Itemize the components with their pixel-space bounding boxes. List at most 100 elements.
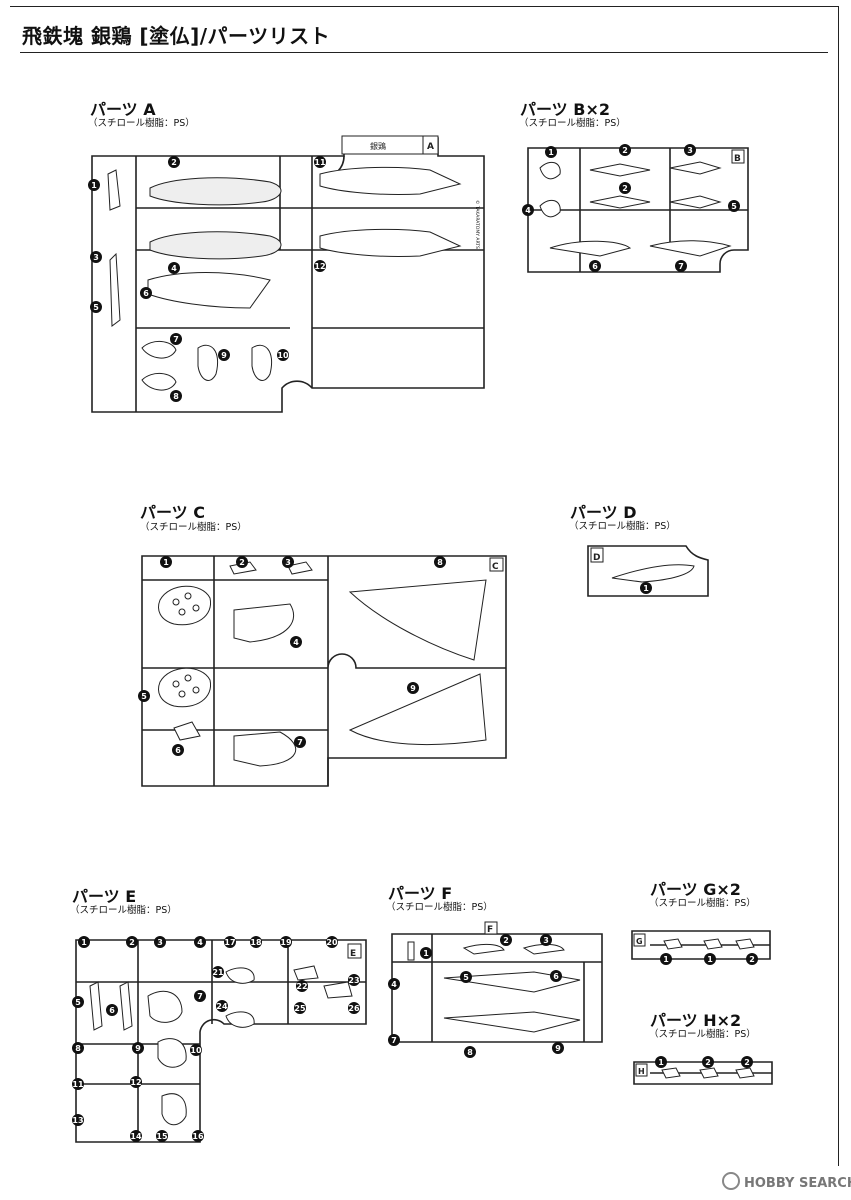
runner-side-text: © TAKARATOMY ARTS	[474, 200, 481, 249]
part-number-badge-a7: 7	[170, 333, 182, 345]
svg-text:1: 1	[707, 955, 713, 964]
svg-text:26: 26	[348, 1004, 360, 1013]
runner-tag-c: C	[492, 562, 499, 572]
part-number-badge-c1: 1	[160, 556, 172, 568]
part-number-badge-e25: 25	[294, 1002, 306, 1014]
svg-text:21: 21	[212, 968, 224, 977]
part-number-badge-a11: 11	[314, 156, 326, 168]
part-number-badge-g1: 1	[660, 953, 672, 965]
part-number-badge-e24: 24	[216, 1000, 228, 1012]
sprue-b: B 1 2 3 4 2 5 6 7	[522, 144, 749, 273]
svg-text:6: 6	[553, 972, 559, 981]
part-number-badge-b1: 1	[545, 146, 557, 158]
part-number-badge-b4: 4	[522, 204, 534, 216]
part-number-badge-c4: 4	[290, 636, 302, 648]
svg-text:24: 24	[216, 1002, 228, 1011]
part-number-badge-f3: 3	[540, 934, 552, 946]
svg-text:3: 3	[543, 936, 549, 945]
svg-text:16: 16	[192, 1132, 204, 1141]
svg-text:2: 2	[749, 955, 755, 964]
svg-text:12: 12	[314, 262, 325, 271]
svg-text:2: 2	[705, 1058, 711, 1067]
part-number-badge-f9: 9	[552, 1042, 564, 1054]
title-underline	[20, 52, 828, 53]
part-number-badge-e12: 12	[130, 1076, 142, 1088]
part-number-badge-e26: 26	[348, 1002, 360, 1014]
part-number-badge-e19: 19	[280, 936, 292, 948]
part-number-badge-a3: 3	[90, 251, 102, 263]
runner-tag-d: D	[593, 553, 600, 563]
part-number-badge-e2: 2	[126, 936, 138, 948]
svg-text:9: 9	[221, 351, 227, 360]
part-number-badge-b7: 7	[675, 260, 687, 272]
svg-text:23: 23	[348, 976, 359, 985]
svg-text:8: 8	[467, 1048, 473, 1057]
part-number-badge-b2: 2	[619, 144, 631, 156]
svg-text:18: 18	[250, 938, 262, 947]
section-material-f: （スチロール樹脂：PS）	[386, 902, 493, 913]
svg-text:5: 5	[731, 202, 737, 211]
part-number-badge-g1b: 1	[704, 953, 716, 965]
part-number-badge-e6: 6	[106, 1004, 118, 1016]
svg-text:17: 17	[224, 938, 235, 947]
svg-text:7: 7	[678, 262, 684, 271]
part-number-badge-e20: 20	[326, 936, 338, 948]
svg-text:3: 3	[157, 938, 163, 947]
section-title-h: パーツ H×2	[650, 1011, 742, 1030]
part-number-badge-b2b: 2	[619, 182, 631, 194]
svg-text:6: 6	[109, 1006, 115, 1015]
part-number-badge-e11: 11	[72, 1078, 84, 1090]
sprue-a: 銀鶏 A © TAKARATOMY ARTS 1 2 3 4 5 6 7 8 9…	[88, 135, 485, 413]
svg-text:1: 1	[548, 148, 554, 157]
part-number-badge-e4: 4	[194, 936, 206, 948]
part-number-badge-e18: 18	[250, 936, 262, 948]
part-number-badge-e21: 21	[212, 966, 224, 978]
sprue-f: F 1 2 3 4 5 6 7 8 9	[388, 921, 603, 1058]
part-number-badge-f6: 6	[550, 970, 562, 982]
part-number-badge-a6: 6	[140, 287, 152, 299]
hobby-search-logo-icon	[722, 1172, 740, 1190]
sprue-e: E 1 2 3 4 17 18 19 20 21 22 23 5 6 7 24 …	[72, 936, 367, 1143]
section-material-d: （スチロール樹脂：PS）	[569, 521, 676, 532]
svg-text:1: 1	[423, 949, 429, 958]
svg-text:7: 7	[197, 992, 203, 1001]
svg-text:6: 6	[175, 746, 181, 755]
part-number-badge-f8: 8	[464, 1046, 476, 1058]
runner-tag-g: G	[636, 937, 643, 946]
part-number-badge-a1: 1	[88, 179, 100, 191]
svg-text:5: 5	[141, 692, 147, 701]
sprue-d: D 1	[587, 545, 709, 597]
runner-tag-f: F	[487, 925, 493, 935]
svg-text:12: 12	[130, 1078, 141, 1087]
svg-text:11: 11	[72, 1080, 84, 1089]
part-number-badge-a5: 5	[90, 301, 102, 313]
svg-text:22: 22	[296, 982, 307, 991]
svg-text:14: 14	[130, 1132, 142, 1141]
part-number-badge-e9: 9	[132, 1042, 144, 1054]
svg-text:2: 2	[744, 1058, 750, 1067]
section-material-e: （スチロール樹脂：PS）	[70, 905, 177, 916]
part-number-badge-c5: 5	[138, 690, 150, 702]
part-number-badge-c7: 7	[294, 736, 306, 748]
section-title-d: パーツ D	[570, 503, 637, 522]
svg-text:2: 2	[622, 184, 628, 193]
part-number-badge-a9: 9	[218, 349, 230, 361]
runner-tag-a: A	[427, 142, 434, 152]
part-number-badge-c2: 2	[236, 556, 248, 568]
part-number-badge-a4: 4	[168, 262, 180, 274]
svg-text:8: 8	[437, 558, 443, 567]
svg-text:5: 5	[463, 973, 469, 982]
runner-tag-e: E	[350, 949, 356, 959]
part-number-badge-a8: 8	[170, 390, 182, 402]
svg-text:3: 3	[93, 253, 99, 262]
svg-text:4: 4	[293, 638, 299, 647]
part-number-badge-b6: 6	[589, 260, 601, 272]
section-material-h: （スチロール樹脂：PS）	[649, 1029, 756, 1040]
section-title-f: パーツ F	[388, 884, 453, 903]
section-title-a: パーツ A	[90, 100, 156, 119]
svg-text:15: 15	[156, 1132, 168, 1141]
page-border-top	[10, 6, 838, 7]
svg-text:1: 1	[81, 938, 87, 947]
part-number-badge-a12: 12	[314, 260, 326, 272]
part-number-badge-h2: 2	[702, 1056, 714, 1068]
